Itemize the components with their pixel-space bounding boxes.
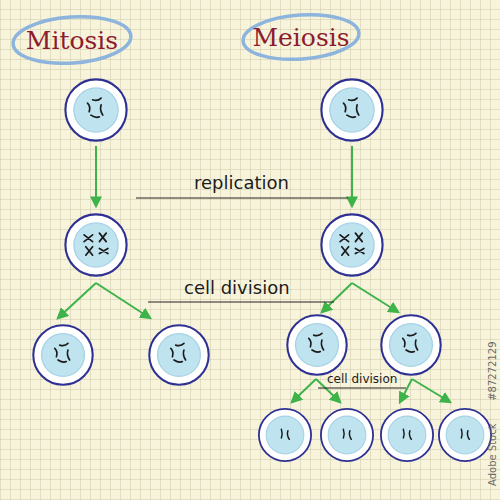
- parent-cell: [321, 79, 382, 140]
- green-arrow: [412, 379, 450, 402]
- gamete-cell: [439, 409, 491, 461]
- green-arrow: [292, 379, 316, 402]
- green-arrow: [322, 283, 352, 312]
- stage-label: cell division: [184, 277, 290, 298]
- title-text: Mitosis: [26, 26, 118, 55]
- replicated-cell: [65, 214, 126, 275]
- stage-label: cell division: [327, 372, 397, 386]
- meiosis-cell: [287, 315, 346, 374]
- gamete-cell: [321, 409, 373, 461]
- watermark-text: #87272129: [487, 342, 498, 401]
- green-arrow: [351, 146, 353, 206]
- green-arrow: [352, 283, 398, 312]
- stage-line: [318, 388, 406, 389]
- replicated-cell: [321, 214, 382, 275]
- title-ellipse: Meiosis: [240, 12, 362, 62]
- daughter-cell: [33, 325, 92, 384]
- stage-line: [148, 301, 334, 302]
- green-arrow: [96, 283, 150, 318]
- stage-line: [136, 197, 348, 198]
- green-arrow: [95, 146, 97, 206]
- stage-label: replication: [194, 172, 289, 193]
- title-text: Meiosis: [252, 23, 349, 52]
- meiosis-cell: [381, 315, 440, 374]
- green-arrow: [58, 283, 96, 318]
- gamete-cell: [259, 409, 311, 461]
- green-arrow: [400, 379, 412, 402]
- daughter-cell: [149, 325, 208, 384]
- watermark-text: Adobe Stock: [487, 424, 498, 487]
- title-ellipse: Mitosis: [10, 14, 134, 66]
- gamete-cell: [381, 409, 433, 461]
- parent-cell: [65, 79, 126, 140]
